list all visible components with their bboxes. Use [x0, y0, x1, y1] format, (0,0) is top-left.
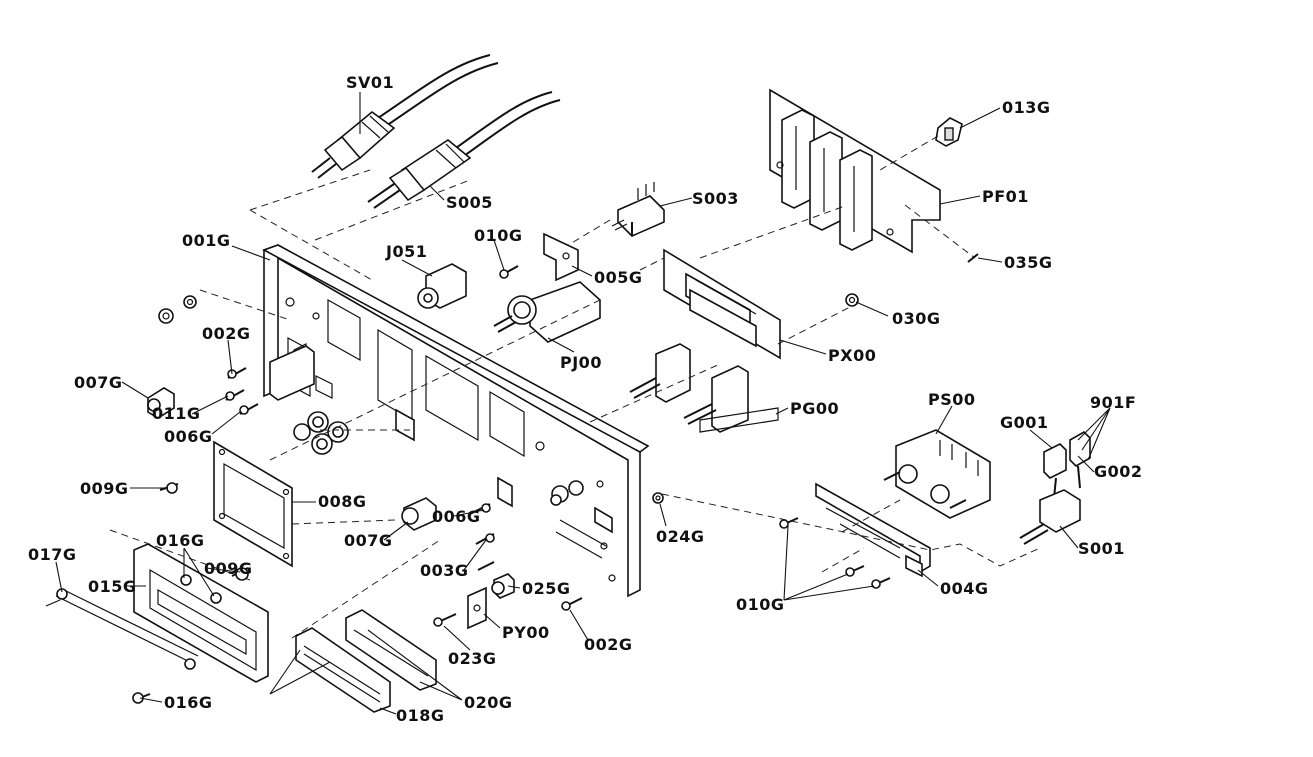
label-018g: 018G [396, 706, 445, 725]
label-006g-mid: 006G [432, 507, 481, 526]
label-py00: PY00 [502, 623, 550, 642]
knob-013g [935, 117, 963, 147]
label-sv01: SV01 [346, 73, 394, 92]
label-015g: 015G [88, 577, 137, 596]
leader-lines [55, 92, 1111, 715]
label-009g-low: 009G [204, 559, 253, 578]
label-023g: 023G [448, 649, 497, 668]
label-030g: 030G [892, 309, 941, 328]
slide-pots [781, 109, 873, 251]
nut-washer-left [158, 295, 197, 324]
s003-switch [611, 182, 665, 237]
j051-jack [417, 263, 467, 309]
px00-board [663, 248, 781, 360]
ps00-switch-block [883, 429, 991, 519]
label-025g: 025G [522, 579, 571, 598]
spacer-007g-left [147, 387, 175, 419]
pj00-potentiometer [493, 281, 601, 343]
label-j051: J051 [385, 242, 427, 261]
label-008g: 008G [318, 492, 367, 511]
s001-switch-assembly [1019, 431, 1091, 545]
rail-017g [45, 588, 199, 670]
label-pf01: PF01 [982, 187, 1029, 206]
shield-plate-008g [213, 440, 293, 568]
trim-018g [295, 627, 391, 713]
part-labels: SV01 S005 S003 013G PF01 035G 001G J051 … [28, 73, 1143, 725]
label-016g-bottom: 016G [164, 693, 213, 712]
label-010g-bottom: 010G [736, 595, 785, 614]
label-009g-left: 009G [80, 479, 129, 498]
label-011g: 011G [152, 404, 201, 423]
label-024g: 024G [656, 527, 705, 546]
label-s005: S005 [446, 193, 493, 212]
label-016g-top: 016G [156, 531, 205, 550]
label-004g: 004G [940, 579, 989, 598]
label-002g-bottom: 002G [584, 635, 633, 654]
screws-left [225, 345, 315, 415]
cable-harness [377, 54, 561, 157]
label-005g: 005G [594, 268, 643, 287]
bracket-005g [543, 232, 579, 282]
label-007g-left: 007G [74, 373, 123, 392]
label-s001: S001 [1078, 539, 1125, 558]
label-g002: G002 [1094, 462, 1143, 481]
label-001g: 001G [182, 231, 231, 250]
label-ps00: PS00 [928, 390, 976, 409]
pg00-pot-assembly [629, 343, 779, 433]
sv01-connector [311, 110, 396, 179]
label-006g-left: 006G [164, 427, 213, 446]
label-px00: PX00 [828, 346, 876, 365]
label-010g-top: 010G [474, 226, 523, 245]
label-013g: 013G [1002, 98, 1051, 117]
label-020g: 020G [464, 693, 513, 712]
py00-bracket [467, 573, 515, 630]
label-017g: 017G [28, 545, 77, 564]
label-pg00: PG00 [790, 399, 839, 418]
front-panel-015g [133, 543, 269, 683]
spacer-007g-mid [401, 497, 437, 531]
pf01-board [769, 88, 941, 254]
label-002g-left: 002G [202, 324, 251, 343]
nut-030g [845, 293, 859, 307]
label-003g: 003G [420, 561, 469, 580]
main-chassis-001g [262, 244, 650, 598]
label-pj00: PJ00 [560, 353, 602, 372]
label-007g-mid: 007G [344, 531, 393, 550]
s005-switch [367, 139, 472, 209]
label-035g: 035G [1004, 253, 1053, 272]
label-s003: S003 [692, 189, 739, 208]
label-901f: 901F [1090, 393, 1136, 412]
label-g001: G001 [1000, 413, 1049, 432]
